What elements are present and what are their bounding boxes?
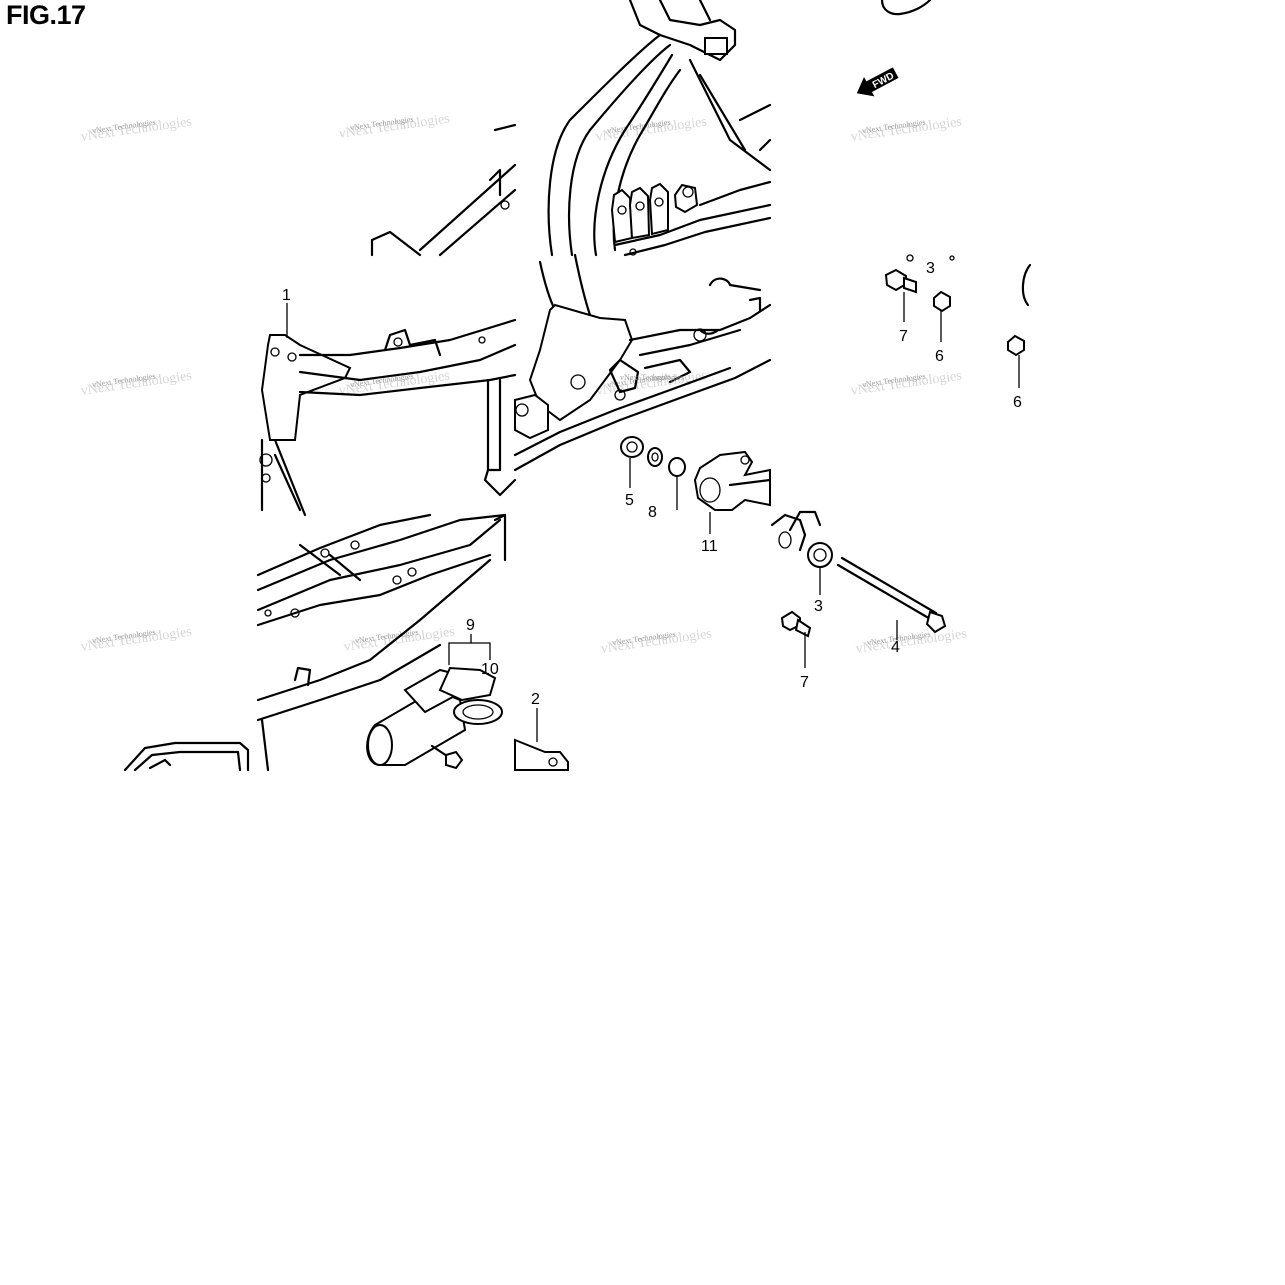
- part-6-nut-right: [1007, 334, 1025, 357]
- callout-1: 1: [282, 287, 291, 304]
- leader-lines: [286, 292, 1020, 742]
- part-11-swingarm-pivot: [693, 450, 772, 511]
- frame-main-body: [259, 318, 517, 517]
- tile-gaps: [506, 258, 514, 318]
- callout-3-lower: 3: [814, 598, 823, 615]
- callout-4: 4: [891, 639, 900, 656]
- part-9-assembly: [366, 666, 497, 766]
- callout-6-upper: 6: [935, 348, 944, 365]
- callout-11: 11: [701, 538, 718, 555]
- swingarm-fragment: [770, 510, 822, 552]
- part-fragment: [949, 255, 955, 261]
- part-10-gasket: [453, 699, 503, 725]
- callout-2: 2: [531, 691, 540, 708]
- part-fragment: [906, 254, 914, 262]
- frame-lower-rear-section: [123, 513, 507, 772]
- part-4-long-bolt: [836, 556, 947, 634]
- frame-upper-left-section: [370, 123, 517, 257]
- figure-title: FIG.17: [6, 0, 86, 30]
- callout-labels: 1 2 3 3 4 5 6 6 7 7 8 9 10 11: [282, 260, 1022, 708]
- forward-arrow-icon: FWD: [856, 67, 899, 97]
- part-3-collar-lower: [807, 542, 833, 568]
- frame-fragment-right: [1021, 263, 1032, 307]
- fwd-label: FWD: [871, 71, 896, 91]
- part-bushing-small: [668, 457, 686, 477]
- frame-fragment-top-right: [880, 0, 932, 16]
- part-7-bolt-upper: [884, 268, 917, 294]
- bolt-small-lower: [430, 744, 464, 770]
- callout-9: 9: [466, 617, 475, 634]
- part-7-bolt-lower: [780, 610, 812, 638]
- part-8-washer: [647, 447, 663, 467]
- callout-7-upper: 7: [899, 328, 908, 345]
- callout-7-lower: 7: [800, 674, 809, 691]
- callout-10: 10: [481, 661, 499, 678]
- part-2-bracket: [514, 738, 569, 771]
- frame-upper-center-section: [547, 0, 772, 257]
- callout-5: 5: [625, 492, 634, 509]
- part-6-nut-upper: [933, 290, 951, 313]
- callout-3-upper: 3: [926, 260, 935, 277]
- callout-6-right: 6: [1013, 394, 1022, 411]
- frame-center-cradle: vNext Technologies: [513, 253, 772, 472]
- watermark-inline: vNext Technologies: [620, 373, 684, 382]
- callout-8: 8: [648, 504, 657, 521]
- part-5-bushing: [620, 436, 644, 458]
